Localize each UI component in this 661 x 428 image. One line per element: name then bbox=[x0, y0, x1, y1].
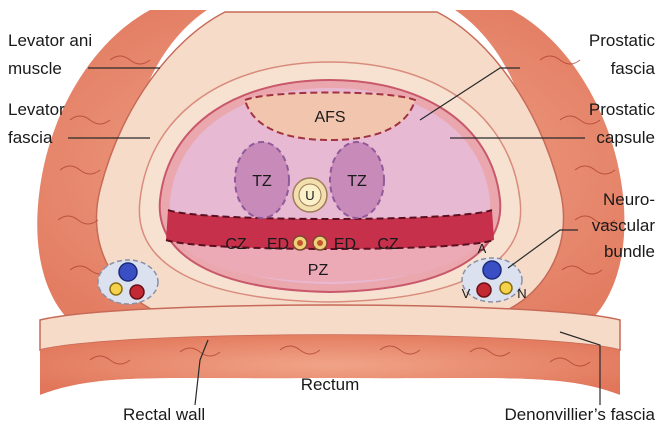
ejaculatory-duct-left-inner bbox=[297, 240, 303, 246]
nvb-vein-label: V bbox=[462, 286, 471, 301]
prostatic-fascia-label-line1: Prostatic bbox=[589, 31, 656, 50]
nvb-right-vein bbox=[477, 283, 491, 297]
tz-left-label: TZ bbox=[252, 173, 272, 190]
prostatic-capsule-label-line2: capsule bbox=[596, 128, 655, 147]
prostatic-capsule-label-line1: Prostatic bbox=[589, 100, 656, 119]
nvb-left-vein bbox=[130, 285, 144, 299]
rectal-wall-label: Rectal wall bbox=[123, 405, 205, 424]
ed-right-label: ED bbox=[334, 236, 356, 253]
ejaculatory-duct-right-inner bbox=[317, 240, 323, 246]
nvb-left-artery bbox=[119, 263, 137, 281]
levator-ani-label-line1: Levator ani bbox=[8, 31, 92, 50]
pz-label: PZ bbox=[308, 262, 329, 279]
ed-left-label: ED bbox=[267, 236, 289, 253]
levator-fascia-label-line2: fascia bbox=[8, 128, 53, 147]
levator-ani-label-line2: muscle bbox=[8, 59, 62, 78]
urethra-label: U bbox=[305, 188, 314, 203]
nvb-label-line1: Neuro- bbox=[603, 190, 655, 209]
prostatic-fascia-label-line2: fascia bbox=[611, 59, 656, 78]
nvb-nerve-label: N bbox=[517, 286, 526, 301]
nvb-left-nerve bbox=[110, 283, 122, 295]
levator-fascia-label-line1: Levator bbox=[8, 100, 65, 119]
rectum-label: Rectum bbox=[301, 375, 360, 394]
nvb-artery-label: A bbox=[478, 241, 487, 256]
nvb-right-nerve bbox=[500, 282, 512, 294]
denonvillier-label: Denonvillier’s fascia bbox=[504, 405, 655, 424]
nvb-right-artery bbox=[483, 261, 501, 279]
cz-right-label: CZ bbox=[377, 236, 399, 253]
nvb-label-line2: vascular bbox=[592, 216, 656, 235]
tz-right-label: TZ bbox=[347, 173, 367, 190]
nvb-label-line3: bundle bbox=[604, 242, 655, 261]
cz-left-label: CZ bbox=[225, 236, 247, 253]
afs-label: AFS bbox=[314, 109, 345, 126]
